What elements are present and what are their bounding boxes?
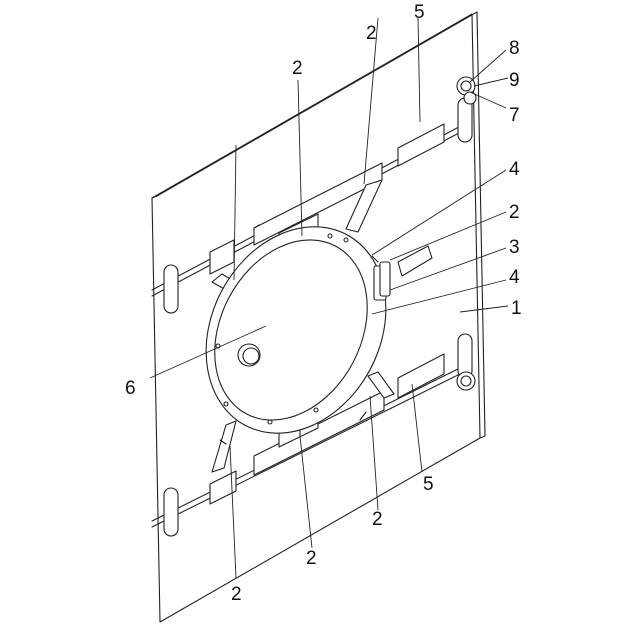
rail-blocks [209, 123, 445, 505]
label-2-top: 2 [366, 23, 377, 44]
label-5-bottom: 5 [423, 474, 434, 495]
label-5-top: 5 [414, 2, 425, 23]
label-7: 7 [509, 105, 520, 126]
label-1: 1 [511, 298, 522, 319]
label-2-lower-right: 2 [372, 509, 383, 530]
label-6: 6 [125, 378, 136, 399]
label-2-bottom: 2 [231, 584, 242, 605]
plate-slots [163, 97, 473, 537]
label-4-lower: 4 [509, 267, 520, 288]
arms [211, 179, 433, 473]
label-3: 3 [509, 237, 520, 258]
clamp-ring [205, 226, 387, 445]
leader-lines [149, 17, 509, 579]
chuck-hub [237, 343, 261, 367]
label-9: 9 [509, 70, 520, 91]
label-4-upper: 4 [509, 159, 520, 180]
label-2-upper: 2 [292, 58, 303, 79]
lower-nut [456, 371, 476, 391]
bracket [373, 261, 391, 301]
label-2-right: 2 [509, 202, 520, 223]
label-8: 8 [509, 38, 520, 59]
label-2-lower: 2 [306, 548, 317, 569]
